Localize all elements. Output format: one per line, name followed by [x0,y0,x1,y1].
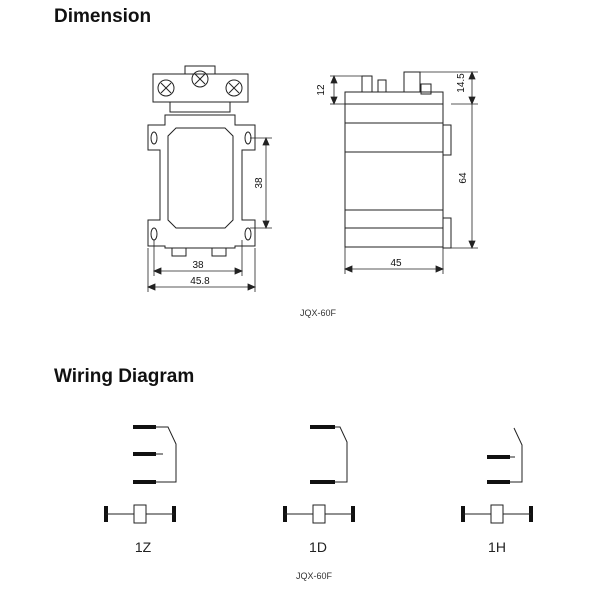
wiring-1z [104,425,177,524]
dimension-title: Dimension [54,6,152,27]
side-view [344,71,452,249]
side-terminal-label: 12 [316,84,327,96]
switch-arm [335,426,348,483]
variant-code-1h: 1H [488,539,506,555]
coil-icon [312,504,326,524]
wiring-1h [461,427,533,524]
mount-hole-icon [150,227,158,241]
front-dimensions [146,136,272,292]
front-height-label: 38 [254,177,265,189]
dimension-model-label: JQX-60F [300,308,337,318]
front-view [147,65,256,257]
front-housing [147,114,256,249]
coil-icon [133,504,147,524]
front-outer-width-label: 45.8 [190,276,210,287]
side-height-label: 64 [458,172,469,184]
switch-arm [156,426,177,483]
front-inner-width-label: 38 [192,260,204,271]
wiring-1d [283,425,355,524]
side-terminal [403,71,421,93]
front-terminal-block [152,73,249,103]
wiring-model-label: JQX-60F [296,571,333,581]
switch-arm [510,427,523,483]
mount-hole-icon [150,131,158,145]
side-ear [442,217,452,249]
screw-center-icon [191,70,209,88]
mount-hole-icon [244,227,252,241]
screw-right-icon [225,79,243,97]
front-terminal-cap [184,65,216,74]
wiring-title: Wiring Diagram [54,366,195,387]
side-terminal [377,79,387,93]
variant-code-1z: 1Z [135,539,152,555]
side-terminal [361,75,373,93]
front-inner-panel [167,127,234,229]
side-terminal [420,83,432,95]
coil-icon [490,504,504,524]
side-depth-label: 45 [390,258,402,269]
screw-left-icon [157,79,175,97]
side-top-label: 14.5 [456,73,467,93]
side-dimensions [330,70,478,274]
side-body [344,103,444,248]
variant-code-1d: 1D [309,539,327,555]
side-ear [442,124,452,156]
bottom-tab [211,247,227,257]
bottom-tab [171,247,187,257]
